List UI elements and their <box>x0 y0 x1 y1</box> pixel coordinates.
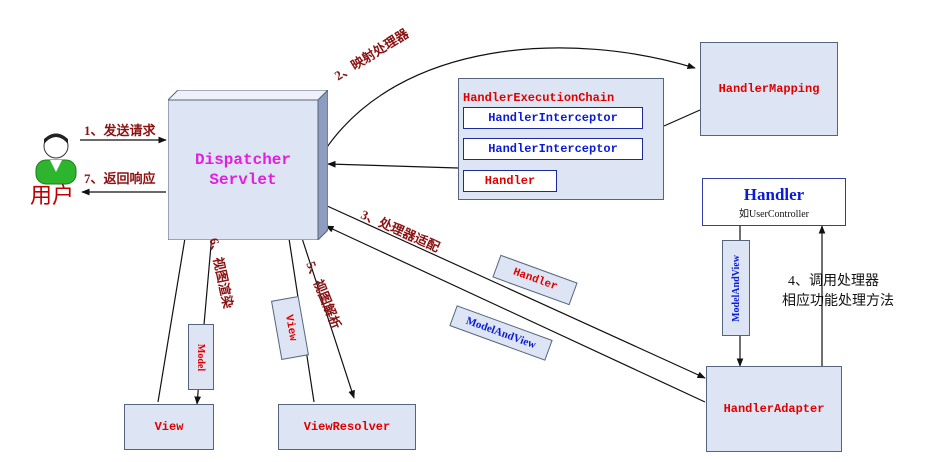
dispatcher-line2: Servlet <box>209 171 277 189</box>
chain-handler-label: Handler <box>484 174 536 188</box>
model-tag-label: Model <box>195 343 207 371</box>
dispatcher-frame <box>168 90 328 240</box>
arrow-view-render <box>157 231 189 403</box>
chain-title: HandlerExecutionChain <box>463 91 615 105</box>
step4-label-line2: 相应功能处理方法 <box>782 294 894 309</box>
step7-label: 7、返回响应 <box>84 171 156 186</box>
view-resolver-box: ViewResolver <box>278 404 416 450</box>
dispatcher-servlet: Dispatcher Servlet <box>168 100 318 240</box>
arrow-modelandview-return <box>325 225 706 403</box>
interceptor-box-2: HandlerInterceptor <box>463 138 643 160</box>
user-label: 用户 <box>30 183 75 208</box>
interceptor-box-1: HandlerInterceptor <box>463 107 643 129</box>
handler-controller-box: Handler 如UserController <box>702 178 846 226</box>
user-icon <box>35 133 77 185</box>
step4-label-line1: 4、调用处理器 <box>788 274 879 289</box>
view-tag-label: View <box>281 313 299 343</box>
dispatcher-line1: Dispatcher <box>194 151 291 169</box>
arrow-handler-adapt <box>324 204 706 379</box>
handler-mapping-label: HandlerMapping <box>718 82 820 96</box>
modelandview-vertical-tag: ModelAndView <box>722 240 750 336</box>
handler-adapter-box: HandlerAdapter <box>706 366 842 452</box>
arrow-resolve-view <box>299 231 355 399</box>
handler-mapping-box: HandlerMapping <box>700 42 838 136</box>
view-box: View <box>124 404 214 450</box>
line-mapping-chain <box>663 109 701 127</box>
step1-label: 1、发送请求 <box>84 123 156 138</box>
arrow-map-handler <box>324 47 696 151</box>
interceptor-label-2: HandlerInterceptor <box>488 142 618 156</box>
arrow-chain-return <box>327 160 459 169</box>
model-tag: Model <box>188 324 214 390</box>
handler-controller-subtitle: 如UserController <box>739 208 809 220</box>
chain-handler-box: Handler <box>463 170 557 192</box>
interceptor-label-1: HandlerInterceptor <box>488 111 618 125</box>
view-box-label: View <box>154 420 184 434</box>
modelandview-vertical-label: ModelAndView <box>730 254 742 322</box>
view-resolver-label: ViewResolver <box>303 420 391 434</box>
handler-controller-title: Handler <box>743 184 805 204</box>
handler-adapter-label: HandlerAdapter <box>723 402 825 416</box>
